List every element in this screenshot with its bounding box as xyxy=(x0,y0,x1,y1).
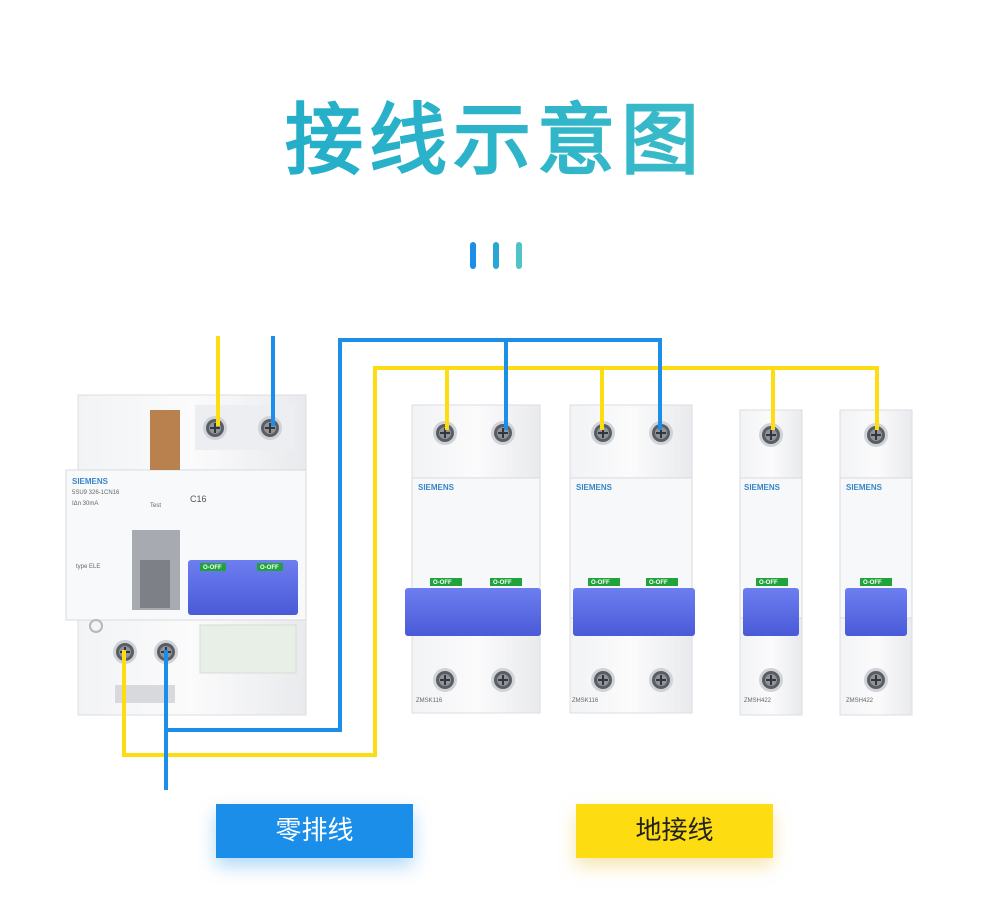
rcbo-toggle xyxy=(188,560,298,615)
ground-wire-main xyxy=(122,366,879,757)
mcb-breaker-1: SIEMENS O-OFF O-OFF ZMSK116 xyxy=(405,404,541,714)
svg-text:SIEMENS: SIEMENS xyxy=(846,483,883,492)
copper-busbar xyxy=(150,410,180,470)
svg-text:O-OFF: O-OFF xyxy=(260,565,279,571)
mcb-toggle xyxy=(743,588,799,636)
svg-text:ZMSH422: ZMSH422 xyxy=(744,698,772,704)
svg-text:SIEMENS: SIEMENS xyxy=(418,483,455,492)
rcbo-brand: SIEMENS xyxy=(72,477,109,486)
svg-text:ZMSK116: ZMSK116 xyxy=(572,698,599,704)
rcbo-rating: IΔn 30mA xyxy=(72,501,98,507)
svg-text:O-OFF: O-OFF xyxy=(649,580,668,586)
ground-wire-legend: 地接线 xyxy=(576,804,773,858)
mcb-breaker-3: SIEMENS O-OFF ZMSH422 xyxy=(739,409,803,716)
mcb-breaker-4: SIEMENS O-OFF ZMSH422 xyxy=(839,409,913,716)
mcb-toggle xyxy=(573,588,695,636)
neutral-wire-legend: 零排线 xyxy=(216,804,413,858)
svg-text:O-OFF: O-OFF xyxy=(433,580,452,586)
rcbo-test-label: Test xyxy=(150,503,161,509)
divider-bar xyxy=(516,242,522,269)
svg-text:SIEMENS: SIEMENS xyxy=(576,483,613,492)
mcb-breaker-2: SIEMENS O-OFF O-OFF ZMSK116 xyxy=(569,404,695,714)
svg-text:O-OFF: O-OFF xyxy=(863,580,882,586)
rcbo-type: type ELE xyxy=(76,564,100,570)
svg-text:ZMSK116: ZMSK116 xyxy=(416,698,443,704)
mcb-toggle xyxy=(405,588,541,636)
neutral-wire-main xyxy=(164,338,662,790)
svg-text:O-OFF: O-OFF xyxy=(591,580,610,586)
svg-text:O-OFF: O-OFF xyxy=(493,580,512,586)
divider-bar xyxy=(470,242,476,269)
rcbo-breaker: SIEMENS 5SU9 326-1CN16 IΔn 30mA type ELE… xyxy=(65,394,307,716)
divider-bar xyxy=(493,242,499,269)
rcbo-model: 5SU9 326-1CN16 xyxy=(72,490,120,496)
mcb-toggle xyxy=(845,588,907,636)
rcbo-curve: C16 xyxy=(190,494,207,504)
svg-text:SIEMENS: SIEMENS xyxy=(744,483,781,492)
svg-text:O-OFF: O-OFF xyxy=(203,565,222,571)
svg-text:ZMSH422: ZMSH422 xyxy=(846,698,874,704)
svg-text:O-OFF: O-OFF xyxy=(759,580,778,586)
page-title: 接线示意图 xyxy=(0,78,990,190)
